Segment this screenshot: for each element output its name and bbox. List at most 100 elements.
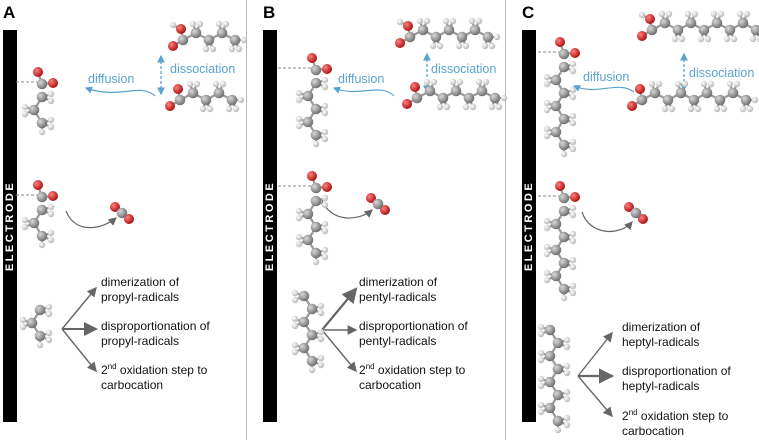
carbon-atom (552, 389, 564, 401)
hydrogen-atom (563, 369, 571, 377)
hydrogen-atom (543, 80, 551, 88)
carbon-atom (544, 402, 556, 414)
hydrogen-atom (707, 80, 715, 88)
carbon-atom (750, 24, 759, 36)
hydrogen-atom (209, 45, 217, 53)
carbon-atom (28, 104, 40, 116)
hydrogen-atom (749, 35, 757, 43)
carbon-atom (550, 270, 562, 282)
hydrogen-atom (569, 256, 577, 264)
hydrogen-atom (563, 362, 571, 370)
carbon-atom (298, 342, 310, 354)
hydrogen-atom (442, 17, 450, 25)
hydrogen-atom (462, 103, 470, 111)
oxygen-atom (48, 191, 58, 201)
carbon-atom (476, 85, 488, 97)
hydrogen-atom (560, 294, 568, 302)
hydrogen-atom (481, 42, 489, 50)
diffusion-label: diffusion (583, 70, 630, 84)
hydrogen-atom (543, 243, 551, 251)
carbon-atom (372, 198, 384, 210)
hydrogen-atom (569, 112, 577, 120)
carbon-atom (727, 87, 739, 99)
oxygen-atom (165, 101, 175, 111)
oxygen-atom (395, 38, 405, 48)
hydrogen-atom (493, 33, 501, 41)
oxygen-atom (555, 37, 565, 47)
carbon-atom (558, 139, 570, 151)
arrow (581, 211, 633, 233)
hydrogen-atom (751, 96, 759, 104)
carbon-atom (216, 27, 228, 39)
carbon-atom (558, 205, 570, 217)
hydrogen-atom (746, 105, 754, 113)
hydrogen-atom (704, 35, 712, 43)
hydrogen-atom (321, 253, 329, 261)
hydrogen-atom (720, 105, 728, 113)
hydrogen-atom (317, 302, 325, 310)
hydrogen-atom (723, 35, 731, 43)
arrow (572, 84, 635, 93)
hydrogen-atom (569, 211, 577, 219)
panel-label: C (522, 3, 535, 22)
hydrogen-atom (396, 18, 404, 26)
carbon-atom (36, 78, 48, 90)
hydrogen-atom (47, 210, 55, 218)
hydrogen-atom (537, 323, 545, 331)
oxygen-atom (635, 84, 645, 94)
hydrogen-atom (429, 42, 437, 50)
carbon-atom (550, 100, 562, 112)
carbon-atom (36, 230, 48, 242)
hydrogen-atom (196, 20, 204, 28)
hydrogen-atom (321, 194, 329, 202)
carbon-atom (298, 290, 310, 302)
arrow (321, 329, 357, 373)
hydrogen-atom (462, 42, 470, 50)
hydrogen-atom (321, 102, 329, 110)
carbon-atom (302, 116, 314, 128)
carbon-atom (34, 304, 46, 316)
oxygen-atom (48, 78, 58, 88)
hydrogen-atom (321, 83, 329, 91)
carbon-atom (424, 85, 436, 97)
hydrogen-atom (291, 322, 299, 330)
oxygen-atom (627, 101, 637, 111)
hydrogen-atom (684, 10, 692, 18)
carbon-atom (203, 34, 215, 46)
carbon-atom (552, 363, 564, 375)
panel-a: A ELECTRODE diffusion dissociation dimer… (0, 0, 246, 440)
hydrogen-atom (537, 349, 545, 357)
hydrogen-atom (537, 382, 545, 390)
hydrogen-atom (430, 78, 438, 86)
carbon-atom (701, 87, 713, 99)
hydrogen-atom (436, 42, 444, 50)
hydrogen-atom (423, 17, 431, 25)
hydrogen-atom (661, 105, 669, 113)
hydrogen-atom (291, 289, 299, 297)
hydrogen-atom (436, 103, 444, 111)
hydrogen-atom (569, 237, 577, 245)
carbon-atom (174, 94, 186, 106)
panel-divider (246, 0, 247, 440)
carbon-atom (36, 204, 48, 216)
hydrogen-atom (569, 145, 577, 153)
oxygen-atom (366, 193, 376, 203)
hydrogen-atom (291, 315, 299, 323)
carbon-atom (456, 31, 468, 43)
oxygen-atom (645, 14, 655, 24)
hydrogen-atom (569, 60, 577, 68)
carbon-atom (443, 24, 455, 36)
carbon-atom (649, 87, 661, 99)
hydrogen-atom (416, 17, 424, 25)
carbon-atom (463, 92, 475, 104)
carbon-atom (36, 191, 48, 203)
hydrogen-atom (169, 21, 177, 29)
hydrogen-atom (206, 105, 214, 113)
carbon-atom (213, 87, 225, 99)
carbon-atom (636, 94, 648, 106)
hydrogen-atom (543, 269, 551, 277)
